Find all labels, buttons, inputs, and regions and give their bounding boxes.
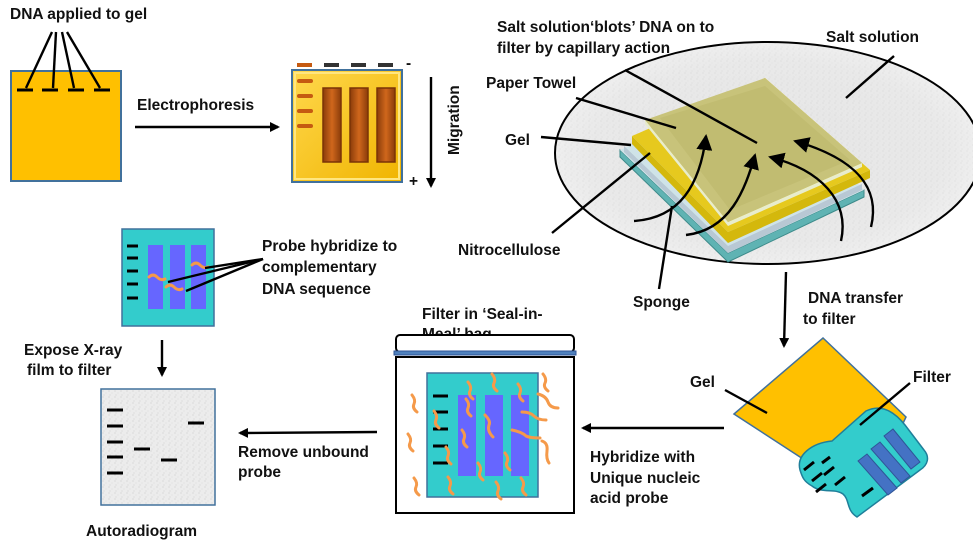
xray-film bbox=[100, 388, 216, 506]
pointer-paper-towel bbox=[575, 96, 677, 130]
label-blot-line2: filter by capillary action bbox=[497, 40, 670, 57]
pointer-probe-lines bbox=[167, 257, 264, 293]
label-electrophoresis: Electrophoresis bbox=[137, 97, 254, 114]
hybridized-ladder bbox=[127, 244, 138, 300]
ladder-bands bbox=[297, 79, 313, 128]
label-hybridize-line2: Unique nucleic bbox=[590, 470, 701, 487]
step-capillary-transfer: Salt solution‘blots’ DNA on to filter by… bbox=[458, 19, 973, 311]
label-remove-line2: probe bbox=[238, 464, 281, 481]
step-probe-hybridize: Probe hybridize to complementary DNA seq… bbox=[121, 228, 397, 327]
label-probe-line3: DNA sequence bbox=[262, 281, 371, 298]
probe-squiggles bbox=[406, 372, 560, 501]
label-remove-line1: Remove unbound bbox=[238, 444, 369, 461]
filter-lanes bbox=[857, 428, 921, 496]
capillary-arrows bbox=[633, 134, 875, 242]
arrow-remove-probe: Remove unbound probe bbox=[238, 427, 378, 481]
label-filter: Filter bbox=[913, 369, 951, 386]
label-plus: + bbox=[409, 173, 418, 190]
step-electrophoresis-gel: - + Migration bbox=[291, 55, 463, 190]
label-expose-line1: Expose X-ray bbox=[24, 342, 123, 359]
pointer-filter bbox=[859, 382, 911, 426]
wells bbox=[297, 63, 393, 67]
label-minus: - bbox=[406, 55, 411, 72]
label-probe-line2: complementary bbox=[262, 259, 377, 276]
pointer-salt bbox=[845, 55, 895, 99]
pointer-sponge bbox=[657, 205, 674, 290]
pointer-gel bbox=[540, 135, 632, 147]
bag-seal bbox=[395, 334, 575, 353]
ladder-bands-film bbox=[107, 408, 123, 475]
label-gel-stack: Gel bbox=[505, 132, 530, 149]
filter-bands bbox=[803, 455, 874, 498]
label-paper-towel: Paper Towel bbox=[486, 75, 576, 92]
pointer-nitrocellulose bbox=[551, 152, 651, 234]
label-probe-line1: Probe hybridize to bbox=[262, 238, 397, 255]
step-autoradiogram: Autoradiogram bbox=[86, 388, 216, 540]
label-expose-line2: film to filter bbox=[27, 362, 111, 379]
label-sponge: Sponge bbox=[633, 294, 690, 311]
label-blot-line1: Salt solution‘blots’ DNA on to bbox=[497, 19, 714, 36]
label-bag-line1: Filter in ‘Seal-in- bbox=[422, 306, 543, 323]
step-dna-applied: DNA applied to gel bbox=[10, 6, 147, 182]
label-transfer-line1: DNA transfer bbox=[808, 290, 903, 307]
label-transfer-line2: to filter bbox=[803, 311, 856, 328]
sample-bands-film bbox=[134, 421, 204, 462]
label-hybridize-line3: acid probe bbox=[590, 490, 669, 507]
pointer-blot bbox=[624, 68, 758, 145]
label-hybridize-line1: Hybridize with bbox=[590, 449, 695, 466]
label-salt-solution: Salt solution bbox=[826, 29, 919, 46]
arrow-dna-transfer: DNA transfer to filter bbox=[779, 271, 903, 348]
arrow-hybridize: Hybridize with Unique nucleic acid probe bbox=[581, 423, 724, 507]
label-gel-fold: Gel bbox=[690, 374, 715, 391]
step-sealed-bag: Filter in ‘Seal-in- Meal’ bag bbox=[393, 306, 577, 514]
pointer-gel-fold bbox=[724, 388, 768, 415]
step-gel-filter: Gel Filter bbox=[690, 336, 951, 518]
label-nitrocellulose: Nitrocellulose bbox=[458, 242, 561, 259]
sample-lanes bbox=[322, 87, 396, 163]
arrow-expose: Expose X-ray film to filter bbox=[24, 340, 167, 379]
label-autoradiogram: Autoradiogram bbox=[86, 523, 197, 540]
label-dna-applied: DNA applied to gel bbox=[10, 6, 147, 23]
label-migration: Migration bbox=[446, 85, 463, 155]
arrow-electrophoresis: Electrophoresis bbox=[135, 97, 280, 132]
pointer-lines bbox=[24, 31, 102, 89]
